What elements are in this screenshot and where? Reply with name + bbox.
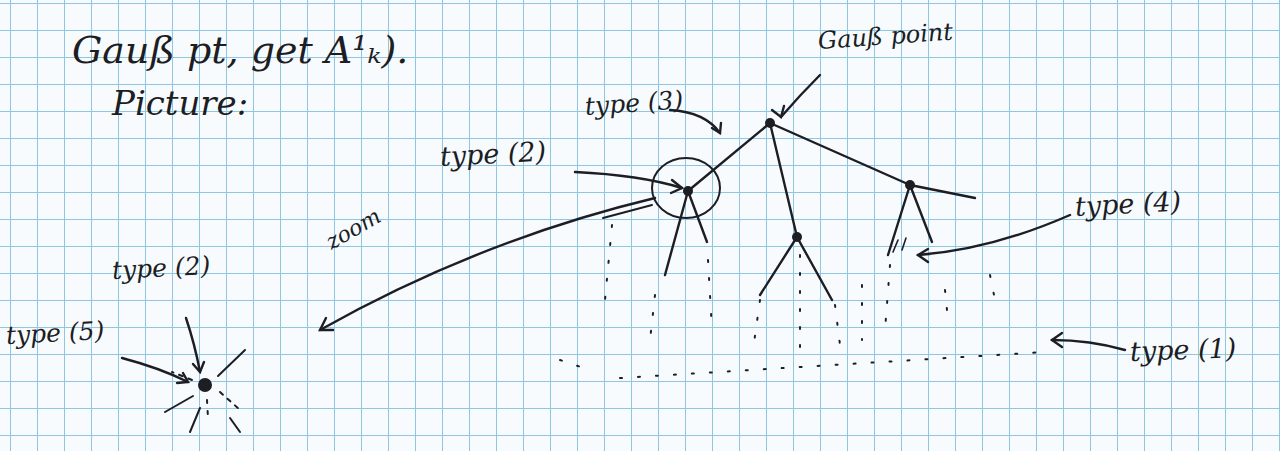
callout-label: type (4) — [1074, 186, 1182, 221]
heading-text: Picture: — [112, 85, 248, 122]
callout-label: type (3) — [584, 86, 684, 120]
callout-label: Gauß point — [817, 19, 954, 55]
callout-label: type (5) — [5, 317, 105, 350]
zoom-label: zoom — [322, 204, 385, 254]
note-text: Gauß pt, get A¹ₖ). — [72, 30, 408, 72]
callout-label: type (2) — [111, 252, 211, 285]
callout-label: type (1) — [1129, 333, 1236, 366]
callout-label: type (2) — [439, 136, 547, 171]
